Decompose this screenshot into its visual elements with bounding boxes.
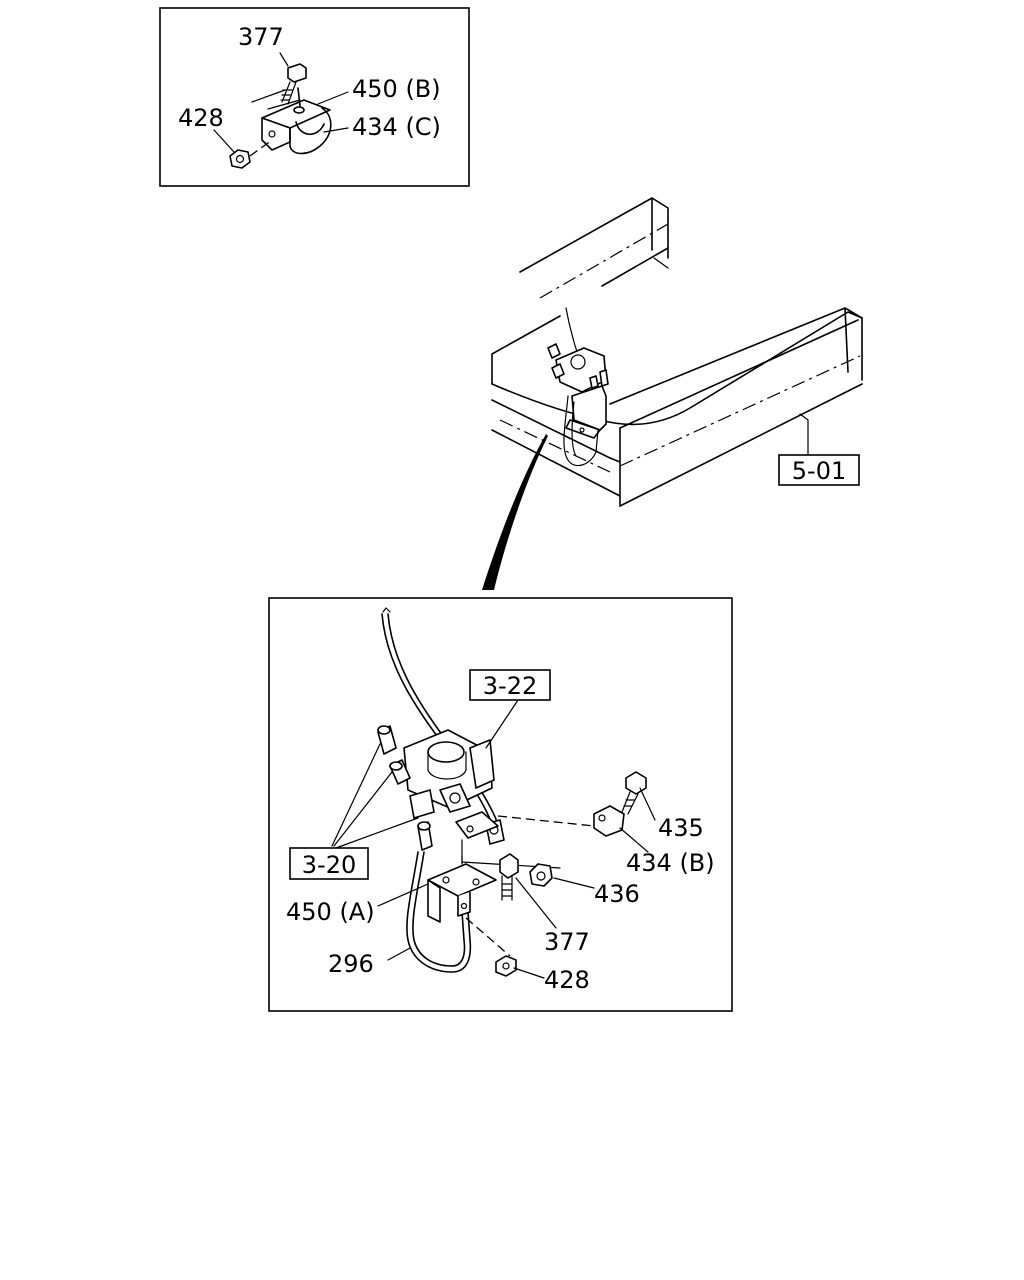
ref-box-3-20: 3-20 — [302, 851, 356, 879]
label-296: 296 — [328, 950, 374, 978]
label-436: 436 — [594, 880, 640, 908]
label-377-top: 377 — [238, 23, 284, 51]
pointer-arrow — [482, 434, 548, 590]
ref-box-5-01: 5-01 — [792, 457, 846, 485]
ref-box-3-22: 3-22 — [483, 672, 537, 700]
label-450b: 450 (B) — [352, 75, 441, 103]
nut-436-drawing — [529, 863, 553, 887]
valve-body-drawing — [377, 725, 505, 851]
label-435: 435 — [658, 814, 704, 842]
bracket-450a-drawing — [427, 811, 499, 923]
detail-box-main: 3-22 3-20 435 434 (B) 436 450 (A) 377 29… — [268, 597, 733, 1012]
bolt-377-drawing — [279, 52, 307, 105]
nut-428-drawing — [213, 129, 273, 169]
label-377-main: 377 — [544, 928, 590, 956]
detail-box-top: 377 428 450 (B) 434 (C) — [159, 7, 470, 187]
bolt-435-drawing — [621, 771, 647, 815]
label-428-top: 428 — [178, 104, 224, 132]
label-434b: 434 (B) — [626, 849, 715, 877]
nut-428-main-drawing — [495, 955, 517, 977]
frame-overview: 5-01 — [482, 197, 863, 590]
bracket-450b-drawing — [261, 87, 332, 155]
label-450a: 450 (A) — [286, 898, 375, 926]
bolt-377-main-drawing — [499, 853, 519, 901]
label-428-main: 428 — [544, 966, 590, 994]
label-434c: 434 (C) — [352, 113, 441, 141]
valve-assembly-small — [547, 343, 609, 467]
